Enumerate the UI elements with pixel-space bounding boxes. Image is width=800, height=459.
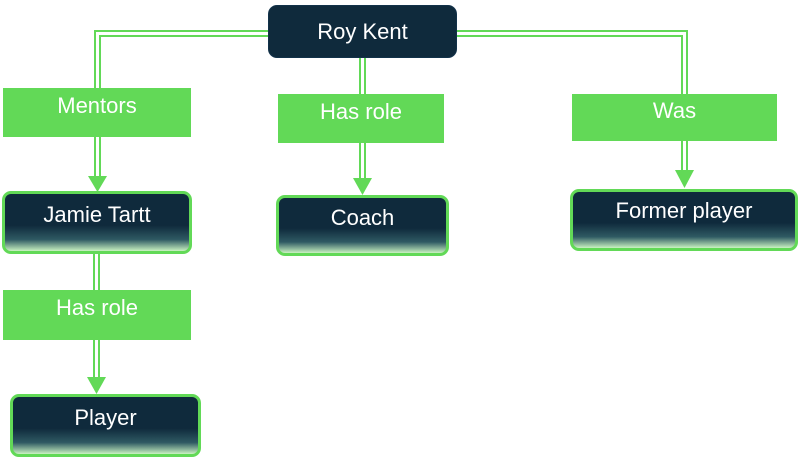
node-jamie-tartt[interactable]: Jamie Tartt — [2, 191, 192, 254]
edge-label-mentors-text: Mentors — [57, 92, 137, 118]
node-roy-kent[interactable]: Roy Kent — [268, 5, 457, 58]
edge-label-has-role-roy-text: Has role — [320, 98, 402, 124]
node-former-player-label: Former player — [615, 198, 753, 223]
edge-label-was: Was — [572, 94, 777, 141]
node-player-label: Player — [74, 404, 137, 430]
arrowhead-player — [87, 377, 106, 394]
edge-label-mentors: Mentors — [3, 88, 191, 137]
arrowhead-former-player — [675, 170, 694, 188]
edge-label-was-text: Was — [652, 97, 697, 123]
arrowhead-coach — [353, 178, 372, 195]
node-coach-label: Coach — [330, 204, 395, 230]
node-jamie-tartt-label: Jamie Tartt — [43, 201, 151, 227]
node-roy-kent-label: Roy Kent — [317, 18, 408, 44]
node-player[interactable]: Player — [10, 394, 201, 457]
node-coach[interactable]: Coach — [276, 195, 449, 256]
arrowhead-jamie-tartt — [88, 176, 107, 192]
edge-label-has-role-roy: Has role — [278, 94, 444, 143]
node-former-player[interactable]: Former player — [570, 189, 798, 251]
edge-label-has-role-jamie-text: Has role — [56, 295, 138, 320]
edge-label-has-role-jamie: Has role — [3, 290, 191, 340]
